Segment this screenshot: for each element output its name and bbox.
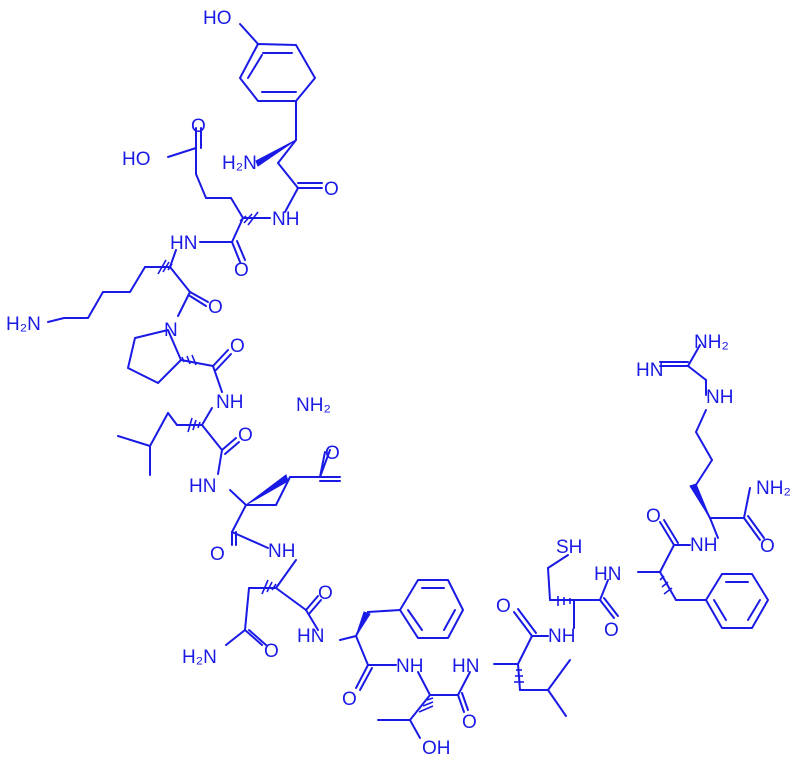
atom-labels: HO H₂N O NH HO O O HN O H₂N N O NH O NH₂… — [6, 8, 791, 759]
tyr-hydroxyl-label: HO — [203, 8, 232, 29]
gln-asn-amide-nh: NH — [268, 541, 295, 562]
cys-carbonyl-o: O — [604, 620, 619, 641]
gln-amide-o: O — [325, 443, 340, 464]
leu-cys-amide-nh: NH — [548, 626, 575, 647]
arg-guanidine-nh: NH — [706, 387, 733, 408]
cys-thiol-sh: SH — [556, 537, 582, 558]
tyr-glu-amide-nh: NH — [272, 209, 299, 230]
pro-carbonyl-o: O — [230, 336, 245, 357]
arg-guanidine-hn: HN — [636, 360, 663, 381]
lys-amine-label: H₂N — [6, 314, 41, 335]
glu-carbonyl-o: O — [234, 260, 249, 281]
phe-arg-amide-nh: NH — [690, 535, 717, 556]
phe-carbonyl-o: O — [342, 689, 357, 710]
thr-hydroxyl: OH — [422, 738, 451, 759]
lys-carbonyl-o: O — [208, 297, 223, 318]
leu-gln-amide-hn: HN — [189, 476, 216, 497]
tyr-carbonyl-o: O — [324, 179, 339, 200]
pro-leu-amide-nh: NH — [216, 392, 243, 413]
gln-carbonyl-o: O — [210, 544, 225, 565]
asn-side-o: O — [264, 641, 279, 662]
gln-amide-nh2: NH₂ — [296, 395, 331, 416]
thr-leu-amide-hn: HN — [452, 656, 479, 677]
pro-ring-n: N — [164, 320, 178, 341]
tyr-amine-label: H₂N — [222, 153, 257, 174]
arg-carbonyl-o: O — [760, 536, 775, 557]
stereo-bonds — [157, 139, 711, 713]
asn-carbonyl-o: O — [318, 583, 333, 604]
asn-side-nh2: H₂N — [182, 647, 217, 668]
thr-carbonyl-o: O — [462, 712, 477, 733]
bond-skeleton — [47, 23, 769, 739]
glu-acid-o: O — [191, 116, 206, 137]
arg-guanidine-nh2: NH₂ — [694, 332, 729, 353]
glu-acid-ho: HO — [122, 149, 151, 170]
phe-thr-amide-nh: NH — [396, 656, 423, 677]
cys-phe-amide-hn: HN — [594, 564, 621, 585]
asn-phe-amide-hn: HN — [297, 626, 324, 647]
glu-lys-amide-hn: HN — [170, 233, 197, 254]
leu2-carbonyl-o: O — [496, 596, 511, 617]
phe2-carbonyl-o: O — [646, 506, 661, 527]
c-terminal-nh2: NH₂ — [756, 478, 791, 499]
leu-carbonyl-o: O — [238, 425, 253, 446]
